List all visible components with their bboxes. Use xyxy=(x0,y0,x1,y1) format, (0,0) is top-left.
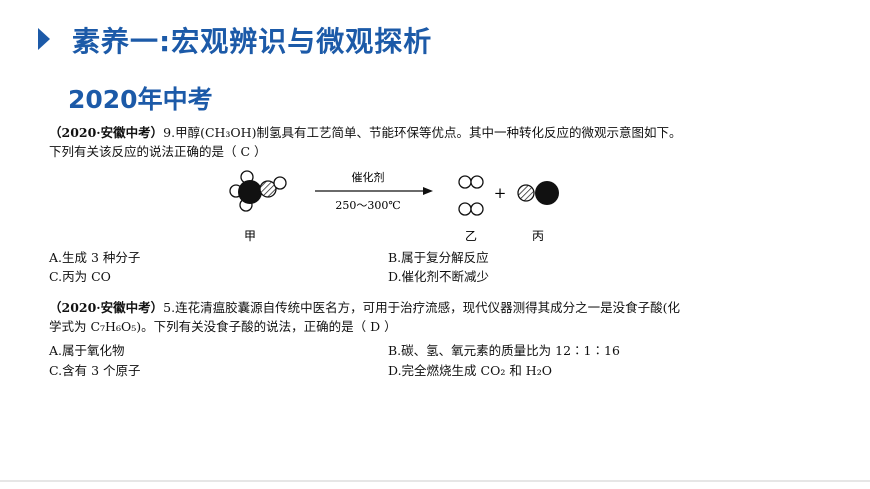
slide-title: 素养一:宏观辨识与微观探析 xyxy=(72,25,433,58)
carbon-monoxide-molecule-icon xyxy=(517,181,559,205)
reaction-arrow-icon xyxy=(315,187,433,195)
label-bing: 丙 xyxy=(532,229,544,243)
arrow-condition-top: 催化剂 xyxy=(352,170,385,184)
bottom-divider xyxy=(0,480,870,482)
question-2-option-a: A.属于氧化物 xyxy=(49,343,125,358)
question-1-stem: 9.甲醇(CH₃OH)制氢具有工艺简单、节能环保等优点。其中一种转化反应的微观示… xyxy=(163,125,682,140)
question-1-line-2: 下列有关该反应的说法正确的是（ C ） xyxy=(49,144,267,159)
question-2-option-b: B.碳、氢、氧元素的质量比为 12∶1∶16 xyxy=(388,343,620,358)
question-2-line-2: 学式为 C₇H₆O₅)。下列有关没食子酸的说法，正确的是（ D ） xyxy=(49,319,397,334)
hydrogen-molecules-icon xyxy=(458,175,484,216)
question-1-source: （2020·安徽中考） xyxy=(49,125,164,140)
question-1-option-a: A.生成 3 种分子 xyxy=(49,250,141,265)
question-2-stem: 5.连花清瘟胶囊源自传统中医名方，可用于治疗流感，现代仪器测得其成分之一是没食子… xyxy=(163,300,680,315)
plus-sign: + xyxy=(494,184,507,202)
question-1-option-b: B.属于复分解反应 xyxy=(388,250,489,265)
question-2-source: （2020·安徽中考） xyxy=(49,300,164,315)
arrow-condition-bottom: 250～300℃ xyxy=(335,199,400,212)
question-1-line-1: （2020·安徽中考）9.甲醇(CH₃OH)制氢具有工艺简单、节能环保等优点。其… xyxy=(49,124,681,142)
question-1-option-d: D.催化剂不断减少 xyxy=(388,269,490,284)
question-2-option-d: D.完全燃烧生成 CO₂ 和 H₂O xyxy=(388,363,552,378)
reaction-diagram: 甲 催化剂 250～300℃ 乙 + 丙 xyxy=(229,170,559,243)
label-jia: 甲 xyxy=(244,229,256,243)
question-1-option-c: C.丙为 CO xyxy=(49,269,111,284)
question-2-option-c: C.含有 3 个原子 xyxy=(49,363,141,378)
play-triangle-icon xyxy=(38,28,50,50)
label-yi: 乙 xyxy=(465,229,477,243)
methanol-molecule-icon xyxy=(229,170,287,212)
question-2-line-1: （2020·安徽中考）5.连花清瘟胶囊源自传统中医名方，可用于治疗流感，现代仪器… xyxy=(49,299,680,317)
slide-subtitle: 2020年中考 xyxy=(68,85,213,114)
